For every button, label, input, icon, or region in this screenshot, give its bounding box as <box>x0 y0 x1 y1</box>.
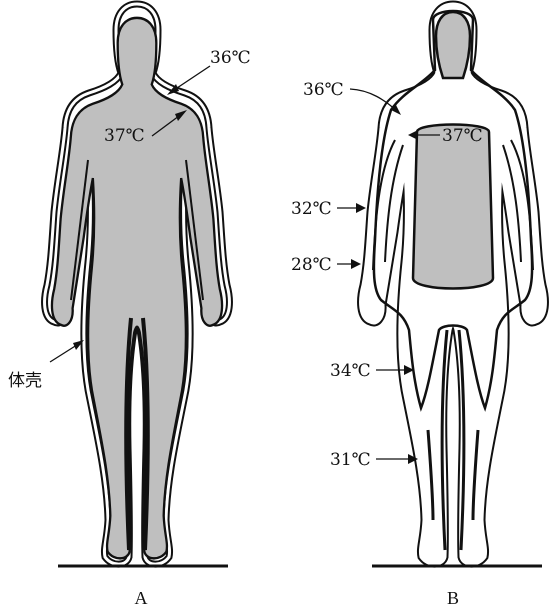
figure-a-core-temp-label: 37℃ <box>104 126 145 146</box>
figure-b-core-head <box>436 12 470 78</box>
figure-a-silhouette <box>45 4 230 564</box>
figure-b-forearm-temp-arrowhead <box>351 259 361 269</box>
figure-b-core-trunk <box>413 125 493 289</box>
figure-b-upper-arm-temp-label: 32℃ <box>291 199 332 219</box>
figure-a: 36℃ 37℃ 体壳 A <box>8 4 251 608</box>
figure-b-outer-temp-label: 36℃ <box>303 80 344 100</box>
figure-b-forearm-temp-label: 28℃ <box>291 255 332 275</box>
figure-b-silhouette <box>361 4 546 564</box>
figure-a-caption: A <box>135 588 148 608</box>
figure-b: 36℃ 37℃ 32℃ 28℃ 34℃ 31℃ B <box>291 4 545 608</box>
figure-b-upper-arm-temp-arrowhead <box>356 203 366 213</box>
figure-a-outer-temp-label: 36℃ <box>210 48 251 68</box>
figure-b-thigh-temp-label: 34℃ <box>330 361 371 381</box>
figure-b-caption: B <box>447 588 459 608</box>
figure-b-core-temp-label: 37℃ <box>442 126 483 146</box>
figure-b-lower-leg-temp-label: 31℃ <box>330 450 371 470</box>
figure-a-shell-label: 体壳 <box>8 371 42 391</box>
